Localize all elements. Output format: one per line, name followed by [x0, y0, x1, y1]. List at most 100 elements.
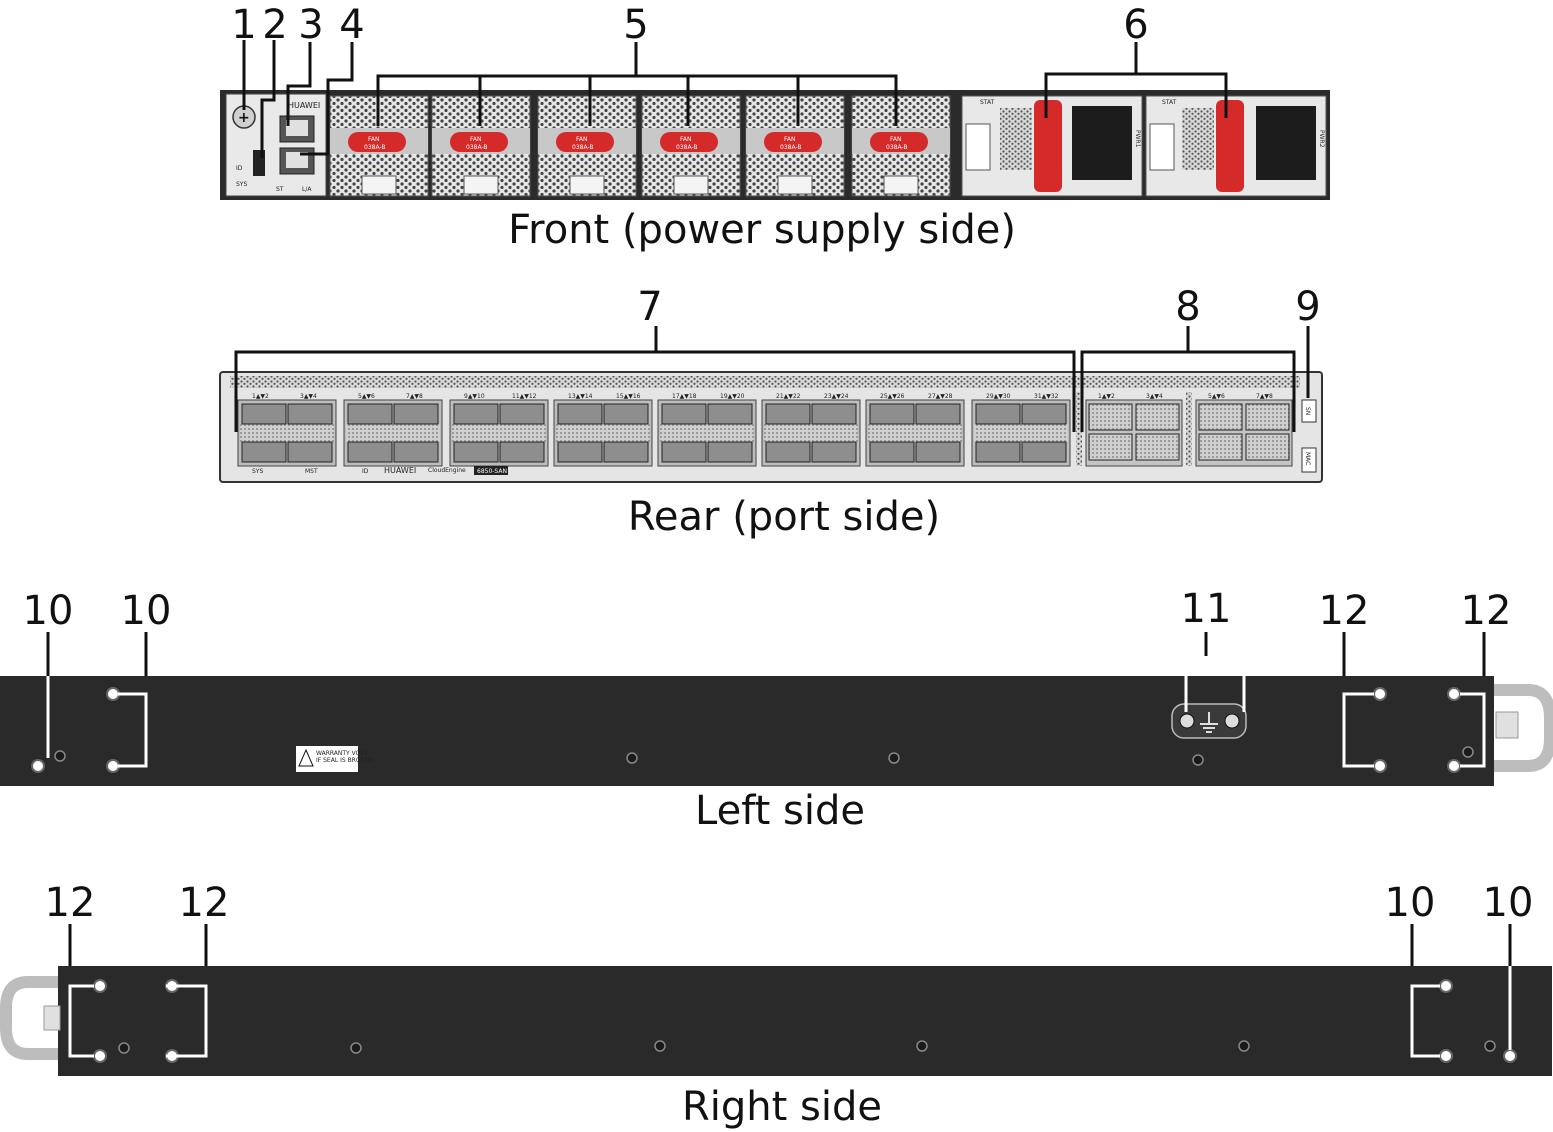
sfp-port[interactable]: [499, 403, 545, 425]
qsfp-pair-label: 7▲▼8: [1256, 393, 1273, 400]
left-side-panel: [0, 676, 1494, 786]
port-pair-label: 31▲▼32: [1034, 393, 1059, 400]
sfp-port[interactable]: [347, 403, 393, 425]
mac-label: [1301, 447, 1317, 473]
svg-text:+: +: [238, 110, 250, 126]
sfp-port[interactable]: [707, 403, 753, 425]
sfp-port[interactable]: [603, 441, 649, 463]
rear-indicator-sys: SYS: [252, 468, 263, 475]
sfp-port[interactable]: [287, 441, 333, 463]
sfp-port[interactable]: [765, 403, 811, 425]
sfp-port[interactable]: [557, 441, 603, 463]
qsfp-port[interactable]: [1135, 403, 1180, 431]
sfp-port[interactable]: [603, 403, 649, 425]
qsfp-port[interactable]: [1198, 403, 1243, 431]
psu-2[interactable]: STAT PWR2: [1145, 95, 1327, 197]
callout-7: 7: [637, 284, 662, 330]
fan-model: 038A-B: [364, 144, 386, 151]
sfp-port[interactable]: [241, 403, 287, 425]
callout-5: 5: [623, 2, 648, 48]
qsfp-port[interactable]: [1245, 403, 1290, 431]
sfp-port[interactable]: [869, 441, 915, 463]
sfp-port[interactable]: [915, 403, 961, 425]
front-mount-hole: [93, 979, 107, 993]
rear-mount-hole: [1503, 1049, 1517, 1063]
callout-12c: 12: [45, 880, 96, 926]
port-pair-label: 1▲▼2: [252, 393, 269, 400]
front-caption: Front (power supply side): [508, 207, 1016, 253]
mac-text: MAC: [1304, 452, 1311, 465]
qsfp-port[interactable]: [1135, 433, 1180, 461]
sfp-port[interactable]: [393, 441, 439, 463]
rear-caption: Rear (port side): [628, 494, 940, 540]
sfp-port[interactable]: [453, 441, 499, 463]
qsfp-port[interactable]: [1245, 433, 1290, 461]
ground-symbol-icon: [1200, 712, 1218, 733]
sfp-port[interactable]: [287, 403, 333, 425]
left-side-view: WARRANTY VOID IF SEAL IS BROKEN 10 10 11…: [0, 586, 1553, 834]
sfp-port[interactable]: [765, 441, 811, 463]
psu-2-slot: PWR2: [1318, 130, 1325, 148]
sfp-port[interactable]: [975, 441, 1021, 463]
callout-12b: 12: [1461, 588, 1512, 634]
rear-model: 6850-SAN: [477, 468, 507, 475]
front-mount-hole: [1447, 759, 1461, 773]
fan-label: FAN: [890, 136, 902, 143]
sfp-port[interactable]: [499, 441, 545, 463]
qsfp-port[interactable]: [1198, 433, 1243, 461]
callout-6: 6: [1123, 2, 1148, 48]
sfp-port[interactable]: [1021, 403, 1067, 425]
left-handle: [1494, 684, 1553, 772]
front-indicator-la: L/A: [302, 186, 312, 193]
port-pair-label: 11▲▼12: [512, 393, 537, 400]
callout-8: 8: [1175, 284, 1200, 330]
sfp-port[interactable]: [811, 441, 857, 463]
ground-screw-icon: [1179, 713, 1195, 729]
rear-brand: HUAWEI: [384, 466, 416, 475]
fan-model: 038A-B: [676, 144, 698, 151]
callout-12a: 12: [1319, 588, 1370, 634]
right-side-view: 12 12 10 10 Right side: [0, 880, 1552, 1130]
rear-product: CloudEngine: [428, 467, 466, 474]
qsfp-port[interactable]: [1088, 403, 1133, 431]
callout-10b: 10: [121, 588, 172, 634]
sfp-port[interactable]: [347, 441, 393, 463]
qsfp-port[interactable]: [1088, 433, 1133, 461]
psu-1[interactable]: STAT PWR1: [961, 95, 1143, 197]
port-pair-label: 15▲▼16: [616, 393, 641, 400]
sfp-port[interactable]: [975, 403, 1021, 425]
sfp-port[interactable]: [453, 403, 499, 425]
sfp-port[interactable]: [241, 441, 287, 463]
front-view: + HUAWEI ID SYS ST L/A FAN038A-BFAN038A-…: [220, 2, 1330, 253]
qsfp-pair-label: 3▲▼4: [1146, 393, 1163, 400]
sfp-port[interactable]: [557, 403, 603, 425]
port-pair-label: 17▲▼18: [672, 393, 697, 400]
fan-model: 038A-B: [572, 144, 594, 151]
screw-icon: [54, 746, 1474, 766]
front-indicator-sys: SYS: [236, 181, 247, 188]
sfp-port[interactable]: [393, 403, 439, 425]
right-callout-lines-outer: [68, 924, 1512, 966]
sfp-port[interactable]: [661, 403, 707, 425]
sfp-port[interactable]: [811, 403, 857, 425]
sfp-port[interactable]: [1021, 441, 1067, 463]
sfp-port[interactable]: [915, 441, 961, 463]
port-pair-label: 29▲▼30: [986, 393, 1011, 400]
callout-9: 9: [1295, 284, 1320, 330]
fan-label: FAN: [368, 136, 380, 143]
sfp-port[interactable]: [661, 441, 707, 463]
front-mount-hole: [1373, 759, 1387, 773]
sfp-port[interactable]: [707, 441, 753, 463]
front-mount-hole: [1373, 687, 1387, 701]
sfp-port[interactable]: [869, 403, 915, 425]
